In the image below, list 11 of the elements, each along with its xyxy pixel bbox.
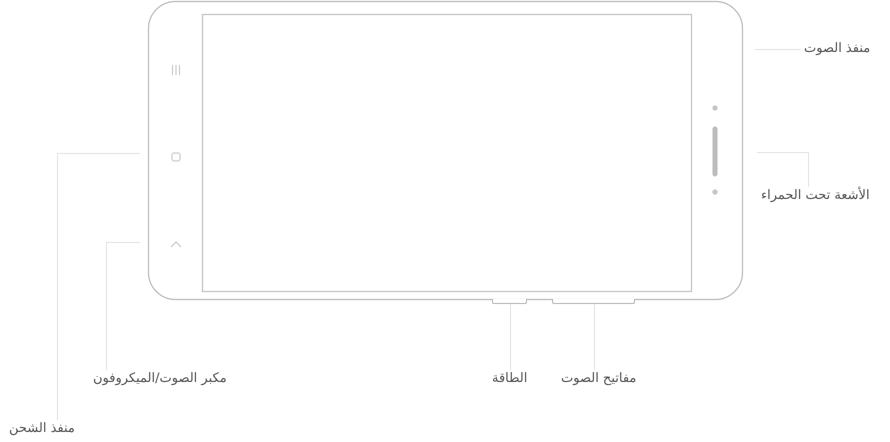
- leader-line: [57, 153, 140, 420]
- part-label: الأشعة تحت الحمراء: [761, 187, 870, 204]
- part-label: منفذ الصوت: [804, 40, 870, 57]
- part-label: الطاقة: [492, 370, 528, 387]
- part-label: مكبر الصوت/الميكروفون: [93, 370, 227, 387]
- part-label: مفاتيح الصوت: [561, 370, 636, 387]
- leader-line: [756, 152, 809, 188]
- phone-button: [492, 299, 527, 304]
- part-label: منفذ الشحن: [9, 420, 75, 437]
- leader-line: [106, 242, 140, 370]
- phone-button: [552, 299, 635, 304]
